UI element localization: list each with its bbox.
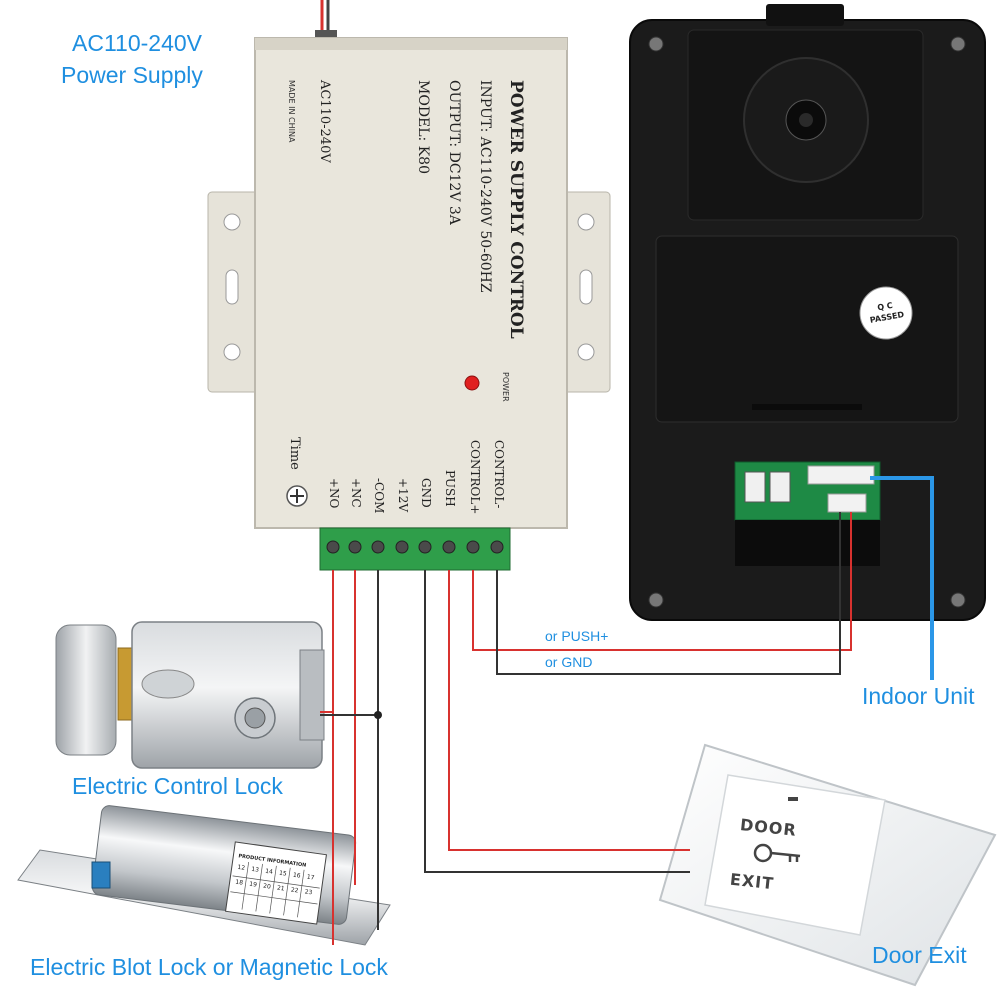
terminal-label-com: -COM xyxy=(372,478,386,514)
indoor-pointer-line xyxy=(870,476,934,680)
terminal-label-control-minus: CONTROL- xyxy=(492,440,506,509)
box-title: POWER SUPPLY CONTROL xyxy=(506,80,526,339)
bolt-number: 12 xyxy=(236,863,246,872)
box-ac: AC110-240V xyxy=(317,80,332,163)
power-supply-box xyxy=(207,0,611,571)
wire-control-minus xyxy=(496,512,841,675)
bolt-number: 15 xyxy=(278,869,288,878)
terminal-label-nc: +NC xyxy=(349,478,363,508)
key-icon xyxy=(753,843,801,863)
box-power-label: POWER xyxy=(501,372,510,402)
terminal-label-gnd: GND xyxy=(419,478,433,508)
wires xyxy=(320,476,934,945)
bolt-number: 13 xyxy=(250,865,260,874)
terminal-label-push: PUSH xyxy=(443,470,457,507)
terminal-label-12v: +12V xyxy=(396,478,410,512)
indoor-unit-label: Indoor Unit xyxy=(862,683,975,709)
electric-control-lock-label: Electric Control Lock xyxy=(72,773,283,799)
bolt-number: 17 xyxy=(306,873,315,882)
bolt-number: 16 xyxy=(292,871,301,880)
box-input: INPUT: AC110-240V 50-60HZ xyxy=(477,80,493,293)
terminal-block xyxy=(319,527,511,571)
terminal-label-control-plus: CONTROL+ xyxy=(468,440,482,515)
bolt-number: 14 xyxy=(264,867,274,876)
box-time-label: Time xyxy=(287,437,302,470)
door-exit-label: Door Exit xyxy=(872,942,967,968)
qc-passed-sticker xyxy=(859,286,913,340)
electric-bolt-lock xyxy=(17,805,391,946)
power-supply-label-line1: AC110-240V xyxy=(72,30,202,56)
box-made-in: MADE IN CHINA xyxy=(287,80,296,143)
terminal-label-no: +NO xyxy=(327,478,341,509)
wire-gnd xyxy=(424,570,690,873)
box-model: MODEL: K80 xyxy=(415,80,431,174)
indoor-unit xyxy=(629,4,986,621)
box-output: OUTPUT: DC12V 3A xyxy=(446,80,462,225)
or-push-label: or PUSH+ xyxy=(545,628,609,644)
door-exit-button xyxy=(658,743,997,987)
wire-control-plus xyxy=(472,512,852,651)
power-supply-label-line2: Power Supply xyxy=(61,62,203,88)
or-gnd-label: or GND xyxy=(545,654,593,670)
electric-control-lock xyxy=(55,621,325,769)
wire-push xyxy=(448,570,690,851)
power-led xyxy=(464,375,480,391)
electric-bolt-lock-label: Electric Blot Lock or Magnetic Lock xyxy=(30,954,388,980)
